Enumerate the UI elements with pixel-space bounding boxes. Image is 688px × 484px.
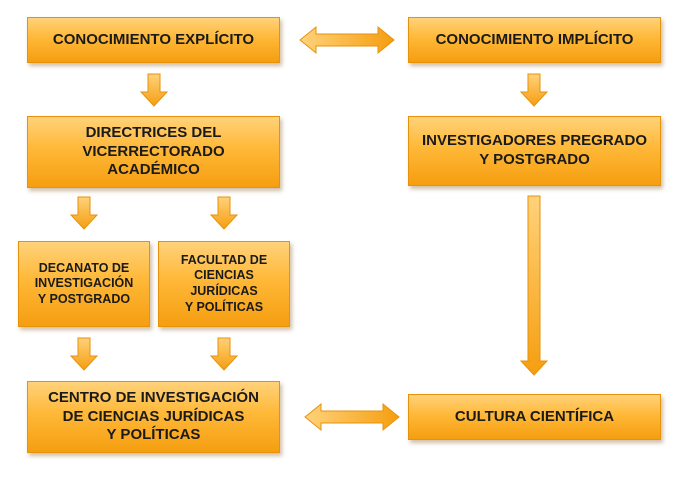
box-investigadores: INVESTIGADORES PREGRADO Y POSTGRADO xyxy=(408,116,661,186)
double-arrow-bottom xyxy=(304,402,400,432)
box-conocimiento-implicito: CONOCIMIENTO IMPLÍCITO xyxy=(408,17,661,63)
box-conocimiento-explicito: CONOCIMIENTO EXPLÍCITO xyxy=(27,17,280,63)
down-arrow-to-decanato xyxy=(69,196,99,230)
box-decanato: DECANATO DE INVESTIGACIÓN Y POSTGRADO xyxy=(18,241,150,327)
down-arrow-to-facultad xyxy=(209,196,239,230)
box-cultura-cientifica: CULTURA CIENTÍFICA xyxy=(408,394,661,440)
long-down-arrow-investigadores-to-cultura xyxy=(519,195,549,376)
box-facultad: FACULTAD DE CIENCIAS JURÍDICAS Y POLÍTIC… xyxy=(158,241,290,327)
box-centro-investigacion: CENTRO DE INVESTIGACIÓN DE CIENCIAS JURÍ… xyxy=(27,381,280,453)
double-arrow-top xyxy=(299,25,395,55)
down-arrow-decanato-to-centro xyxy=(69,337,99,371)
down-arrow-explicit xyxy=(139,73,169,107)
down-arrow-implicit xyxy=(519,73,549,107)
box-directrices-vicerrectorado: DIRECTRICES DEL VICERRECTORADO ACADÉMICO xyxy=(27,116,280,188)
down-arrow-facultad-to-centro xyxy=(209,337,239,371)
